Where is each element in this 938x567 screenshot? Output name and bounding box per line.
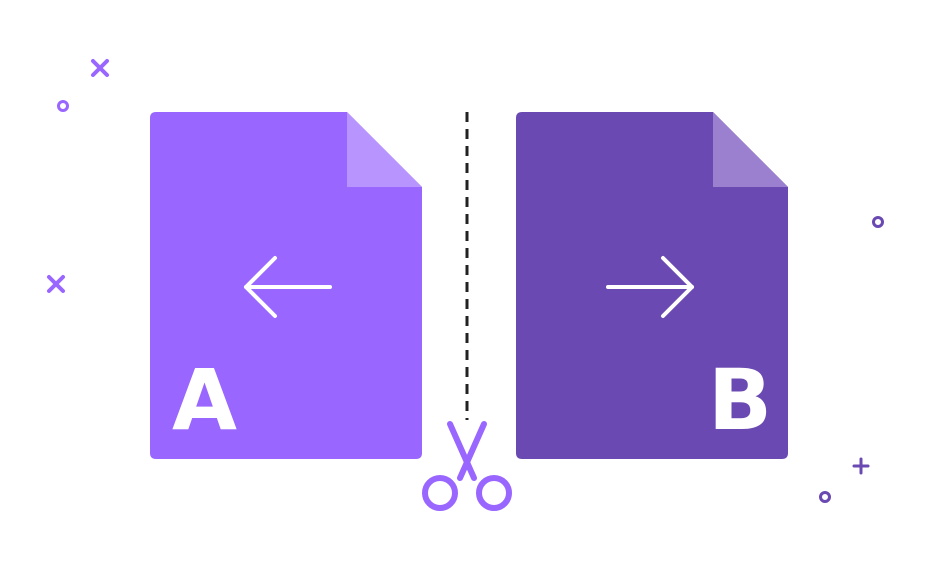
left-arrow-icon	[244, 256, 332, 318]
document-a-fold	[347, 112, 422, 187]
document-b-label: B	[708, 351, 773, 449]
sparkle-cross-icon	[91, 59, 109, 77]
document-a-label: A	[172, 351, 238, 449]
sparkle-circle-icon	[872, 216, 884, 228]
sparkle-circle-icon	[57, 100, 69, 112]
right-arrow-icon	[606, 256, 694, 318]
sparkle-cross-icon	[47, 275, 65, 293]
plus-icon	[852, 457, 870, 475]
document-a	[150, 112, 422, 459]
document-b	[516, 112, 788, 459]
scissors-icon	[422, 421, 512, 511]
sparkle-circle-icon	[819, 491, 831, 503]
document-b-fold	[713, 112, 788, 187]
